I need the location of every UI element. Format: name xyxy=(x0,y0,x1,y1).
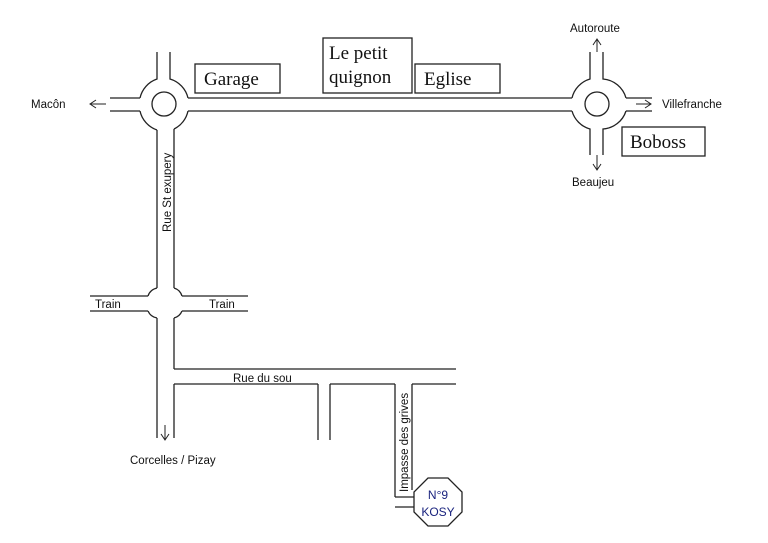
roundabout-right xyxy=(571,52,627,155)
place-garage: Garage xyxy=(194,63,281,94)
street-label-impasse: Impasse des grives xyxy=(399,393,411,492)
train-label-left: Train xyxy=(95,299,121,311)
place-le-petit-quignon-line1: Le petit xyxy=(329,43,388,64)
train-crossing xyxy=(90,287,248,319)
place-boboss: Boboss xyxy=(621,126,706,157)
place-le-petit-quignon: Le petit quignon xyxy=(322,37,413,94)
train-label-right: Train xyxy=(209,299,235,311)
street-rue-du-sou xyxy=(173,368,456,440)
arrow-macon-icon xyxy=(89,99,106,109)
arrow-beaujeu-icon xyxy=(592,155,602,171)
street-label-rue-st-exupery: Rue St exupery xyxy=(162,152,174,232)
place-boboss-label: Boboss xyxy=(630,132,686,153)
direction-villefranche: Villefranche xyxy=(662,99,722,111)
place-eglise: Eglise xyxy=(414,63,501,94)
arrow-autoroute-icon xyxy=(592,38,602,52)
arrow-villefranche-icon xyxy=(636,99,652,109)
direction-beaujeu: Beaujeu xyxy=(572,177,614,189)
direction-macon: Macôn xyxy=(31,99,66,111)
street-rue-st-exupery xyxy=(156,129,175,438)
main-road xyxy=(110,97,652,112)
street-label-rue-du-sou: Rue du sou xyxy=(233,373,292,385)
destination-name: KOSY xyxy=(421,505,454,519)
place-le-petit-quignon-line2: quignon xyxy=(329,67,392,88)
place-eglise-label: Eglise xyxy=(424,69,472,90)
direction-autoroute: Autoroute xyxy=(570,23,620,35)
destination-marker: N°9 KOSY xyxy=(413,477,463,527)
destination-number: N°9 xyxy=(428,488,448,502)
roundabout-left xyxy=(139,52,189,131)
arrow-corcelles-icon xyxy=(160,425,170,441)
place-garage-label: Garage xyxy=(204,69,259,90)
direction-corcelles: Corcelles / Pizay xyxy=(130,455,216,467)
